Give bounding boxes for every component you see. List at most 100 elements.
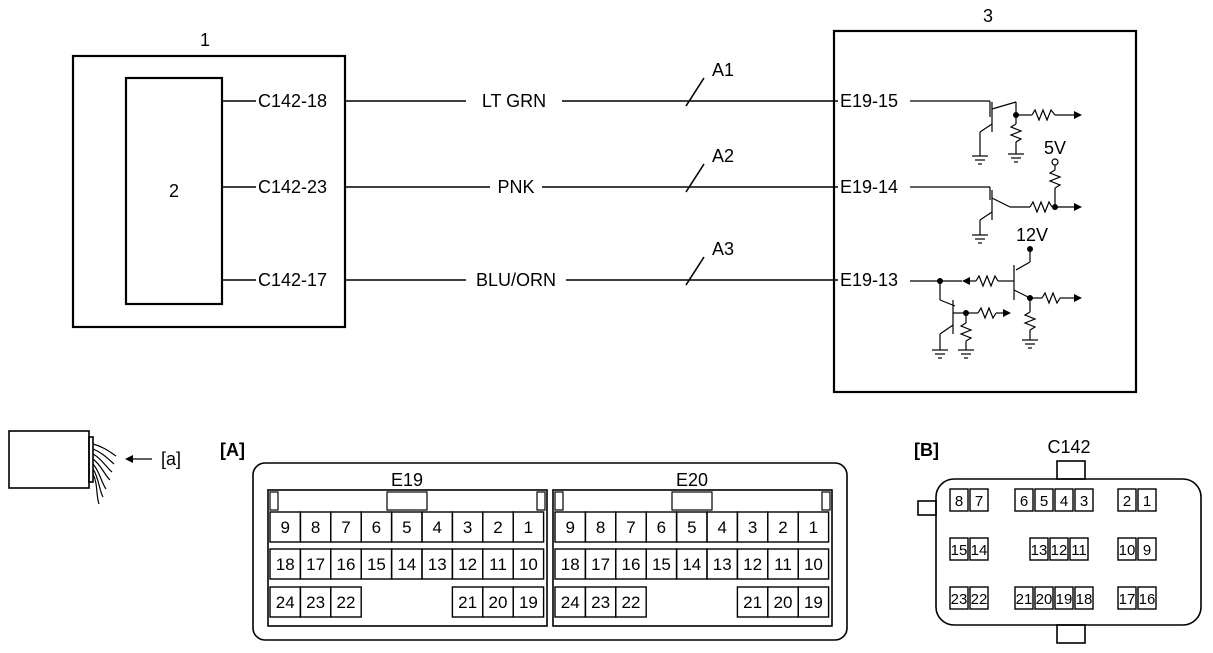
connector-b-pin-cell xyxy=(1137,586,1157,610)
connector-b-pin: 10 xyxy=(1119,542,1136,559)
input-circuit-3: 12V xyxy=(910,225,1082,359)
connector-a-pin: 22 xyxy=(622,593,641,612)
connector-b-pin-cell xyxy=(1074,586,1094,610)
connector-b-pin: 1 xyxy=(1143,493,1151,510)
wire-tag-label: A1 xyxy=(712,60,734,80)
connector-a-pin: 23 xyxy=(306,593,325,612)
connector-a-pin: 15 xyxy=(367,555,386,574)
connector-a-pin: 11 xyxy=(489,555,507,574)
input-circuit-2: 5V xyxy=(910,138,1082,244)
connector-b-pin: 22 xyxy=(971,591,988,608)
input-circuit-1 xyxy=(910,100,1082,165)
connector-a-pin: 14 xyxy=(682,555,701,574)
right-pin-label: E19-14 xyxy=(840,177,898,197)
connector-b-pin: 13 xyxy=(1031,542,1048,559)
connector-a-pin: 24 xyxy=(561,593,580,612)
connector-b-pin: 11 xyxy=(1071,542,1087,559)
connector-a-pin: 15 xyxy=(652,555,671,574)
connector-b-pin-cell xyxy=(1054,586,1074,610)
wire-tag-label: A2 xyxy=(712,146,734,166)
connector-b-pin-cell xyxy=(949,586,969,610)
connector-b-pin: 19 xyxy=(1056,591,1073,608)
connector-b-pin: 9 xyxy=(1143,542,1151,559)
connector-a-pin: 16 xyxy=(337,555,356,574)
connector-a-pin: 24 xyxy=(276,593,295,612)
wire-row-2: C142-23 PNK A2 E19-14 xyxy=(222,146,898,197)
connector-a-pin: 7 xyxy=(341,518,350,537)
connector-b-pin: 14 xyxy=(971,542,988,559)
connector-a-pin: 2 xyxy=(493,518,502,537)
voltage-label-12v: 12V xyxy=(1016,225,1048,245)
connector-a-pin-cell xyxy=(797,586,830,618)
inner-label: 2 xyxy=(169,181,179,201)
connector-a-pin: 13 xyxy=(428,555,447,574)
connector-b-pin: 4 xyxy=(1060,493,1068,510)
connector-a-pin: 3 xyxy=(748,518,757,537)
left-pin-label: C142-18 xyxy=(258,91,327,111)
connector-b-pin-cell xyxy=(1034,488,1054,512)
connector-a-pin-cell xyxy=(330,586,362,618)
wire-tag-label: A3 xyxy=(712,239,734,259)
connector-a-pin-cell xyxy=(512,586,545,618)
connector-a-pin: 4 xyxy=(717,518,726,537)
connector-a-pin: 6 xyxy=(657,518,666,537)
harness-label: [a] xyxy=(161,449,181,469)
connector-a-pin: 14 xyxy=(397,555,416,574)
connector-a-pin-cell xyxy=(797,511,830,543)
wire-color-label: LT GRN xyxy=(482,91,546,111)
connector-a-pin: 17 xyxy=(591,555,610,574)
connector-b-pin: 16 xyxy=(1139,591,1156,608)
connector-a-pin: 10 xyxy=(804,555,823,574)
connector-b-pin-cell xyxy=(969,488,989,512)
connector-b-pin-cell xyxy=(1117,488,1137,512)
connector-a-pin-cell xyxy=(512,548,545,580)
connector-a-pin: 17 xyxy=(306,555,325,574)
connector-b-pin-cell xyxy=(969,537,989,561)
right-pin-label: E19-15 xyxy=(840,91,898,111)
connector-a-pin: 5 xyxy=(402,518,411,537)
connector-b-pin: 15 xyxy=(951,542,968,559)
left-pin-label: C142-23 xyxy=(258,177,327,197)
connector-b-pin-cell xyxy=(1137,488,1157,512)
connector-b-pin: 3 xyxy=(1080,493,1088,510)
wire-row-3: C142-17 BLU/ORN A3 E19-13 xyxy=(222,239,898,290)
connector-b-pin-cell xyxy=(1117,537,1137,561)
connector-a-pin: 5 xyxy=(687,518,696,537)
connector-a-pin: 19 xyxy=(804,593,823,612)
wire-color-label: PNK xyxy=(497,177,534,197)
connector-b-pin: 7 xyxy=(975,493,983,510)
wire-row-1: C142-18 LT GRN A1 E19-15 xyxy=(222,60,898,111)
connector-b-pin-cell xyxy=(1054,488,1074,512)
connector-a-pin: 3 xyxy=(463,518,472,537)
connector-b-pin-cell xyxy=(949,537,969,561)
connector-b-name: C142 xyxy=(1047,437,1090,457)
module-label: 3 xyxy=(983,6,993,26)
connector-a-label: [A] xyxy=(220,440,245,460)
connector-b-pin: 8 xyxy=(955,493,963,510)
connector-a-pin: 22 xyxy=(337,593,356,612)
connector-a-pin: 12 xyxy=(458,555,477,574)
connector-a-pin: 20 xyxy=(774,593,793,612)
connector-a-pin: 18 xyxy=(561,555,580,574)
left-pin-label: C142-17 xyxy=(258,270,327,290)
connector-b-pin-cell xyxy=(1029,537,1049,561)
connector-b-pin: 12 xyxy=(1051,542,1068,559)
connector-b-pin: 17 xyxy=(1119,591,1136,608)
connector-a-pin: 20 xyxy=(489,593,508,612)
connector-a-e19-label: E19 xyxy=(391,470,423,490)
connector-a-pin: 23 xyxy=(591,593,610,612)
connector-a-pin: 12 xyxy=(743,555,762,574)
connector-a-pin: 10 xyxy=(519,555,538,574)
connector-a-pin: 21 xyxy=(458,593,477,612)
connector-a-pin: 7 xyxy=(626,518,635,537)
connector-b-pin: 23 xyxy=(951,591,968,608)
connector-b-pin: 5 xyxy=(1040,493,1048,510)
connector-a-pin: 18 xyxy=(276,555,295,574)
ecu-block: 1 2 xyxy=(71,30,347,329)
connector-a-pin-cell xyxy=(512,511,545,543)
connector-a-pin: 6 xyxy=(372,518,381,537)
connector-a-pin: 19 xyxy=(519,593,538,612)
connector-b-pin-cell xyxy=(969,586,989,610)
connector-a-pin: 9 xyxy=(565,518,574,537)
